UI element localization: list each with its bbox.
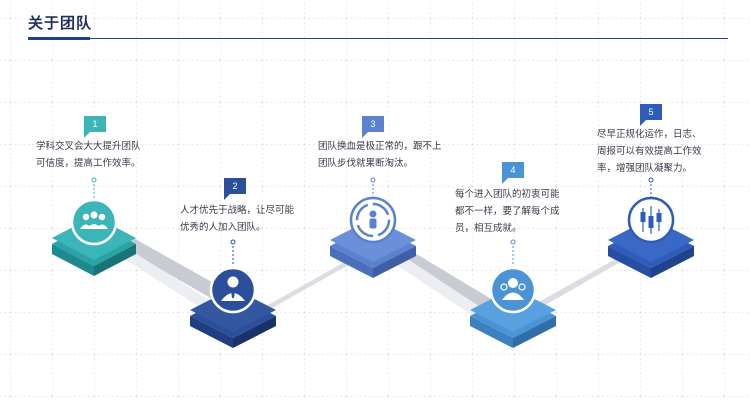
step-badge-1: 1: [84, 116, 106, 138]
step-1-description: 学科交叉会大大提升团队 可信度，提高工作效率。: [36, 141, 141, 169]
person-icon: [209, 266, 257, 314]
step-2-description: 人才优先于战略，让尽可能 优秀的人加入团队。: [180, 205, 295, 233]
team-icon: [70, 198, 118, 246]
step-badge-2: 2: [224, 178, 246, 200]
step-badge-5: 5: [640, 104, 662, 126]
platform-3: [330, 218, 416, 278]
step-badge-3: 3: [362, 116, 384, 138]
title-underline-accent: [28, 37, 90, 40]
step-badge-4: 4: [502, 162, 524, 184]
step-4-description: 每个进入团队的初衷可能 都不一样，要了解每个成 员，相互成就。: [455, 189, 560, 234]
step-5-description: 尽早正规化运作，日志、 周报可以有效提高工作效 率，增强团队凝聚力。: [597, 129, 702, 174]
title-underline: [28, 38, 728, 39]
dotted-leaders: [91, 177, 654, 266]
chart-candles-icon: [627, 196, 675, 244]
refresh-person-icon: [349, 196, 397, 244]
step-3-description: 团队换血是极正常的，跟不上 团队步伐就果断淘汰。: [318, 141, 442, 169]
group-icon: [489, 266, 537, 314]
page-title: 关于团队: [28, 14, 93, 32]
